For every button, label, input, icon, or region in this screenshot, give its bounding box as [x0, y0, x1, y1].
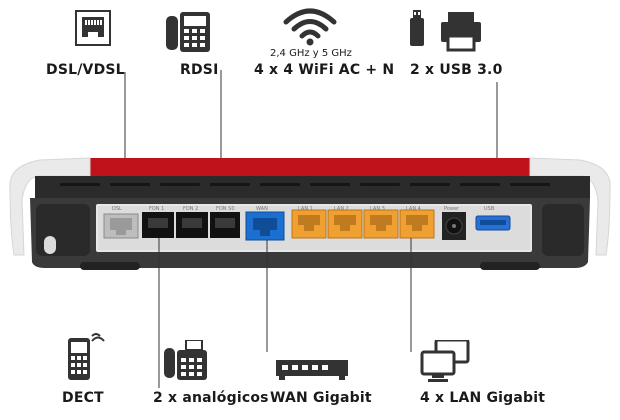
fax-phone-icon — [164, 339, 208, 387]
port-label: LAN 4 — [406, 206, 421, 212]
desk-phone-icon — [166, 12, 210, 57]
router-foot-right — [480, 262, 540, 270]
ethernet-port-icon — [75, 10, 111, 51]
lan-label: 4 x LAN Gigabit — [420, 390, 546, 406]
rdsi-label: RDSI — [180, 62, 219, 78]
lan-ports — [291, 209, 435, 239]
port-label: DSL — [112, 206, 122, 212]
router-right-cap — [529, 157, 611, 256]
wifi-label: 4 x 4 WiFi AC + N — [254, 62, 395, 78]
router-top-band — [35, 158, 590, 176]
dsl-label: DSL/VDSL — [46, 62, 125, 78]
router-left-cap — [9, 157, 91, 256]
wifi-sublabel: 2,4 GHz y 5 GHz — [270, 48, 352, 59]
cordless-phone-icon — [66, 330, 106, 387]
usb-port — [475, 215, 511, 231]
port-label: LAN 2 — [334, 206, 349, 212]
wan-label: WAN Gigabit — [270, 390, 372, 406]
usb-label: 2 x USB 3.0 — [410, 62, 503, 78]
dect-label: DECT — [62, 390, 104, 406]
port-label: FON 2 — [183, 206, 198, 212]
port-label: FON 1 — [149, 206, 164, 212]
port-label: Power — [444, 206, 460, 212]
network-switch-icon — [276, 360, 348, 387]
router-foot-left — [80, 262, 140, 270]
port-label: LAN 1 — [298, 206, 313, 212]
router-vent-band — [35, 176, 590, 198]
vent-slots — [60, 183, 550, 186]
wan-port — [245, 211, 285, 241]
computers-icon — [420, 338, 470, 389]
power-port — [442, 212, 466, 240]
wifi-icon — [283, 8, 337, 51]
dsl-port — [103, 213, 139, 239]
port-label: USB — [484, 206, 495, 212]
router-side-hinge — [44, 236, 56, 254]
port-labels: DSL FON 1 FON 2 FON S0 WAN LAN 1 LAN 2 LAN 3 LAN… — [112, 206, 495, 212]
port-label: FON S0 — [216, 206, 235, 212]
port-label: WAN — [256, 206, 268, 212]
analog-label: 2 x analógicos — [153, 390, 269, 406]
usb-printer-icon — [408, 10, 488, 57]
port-label: LAN 3 — [370, 206, 385, 212]
